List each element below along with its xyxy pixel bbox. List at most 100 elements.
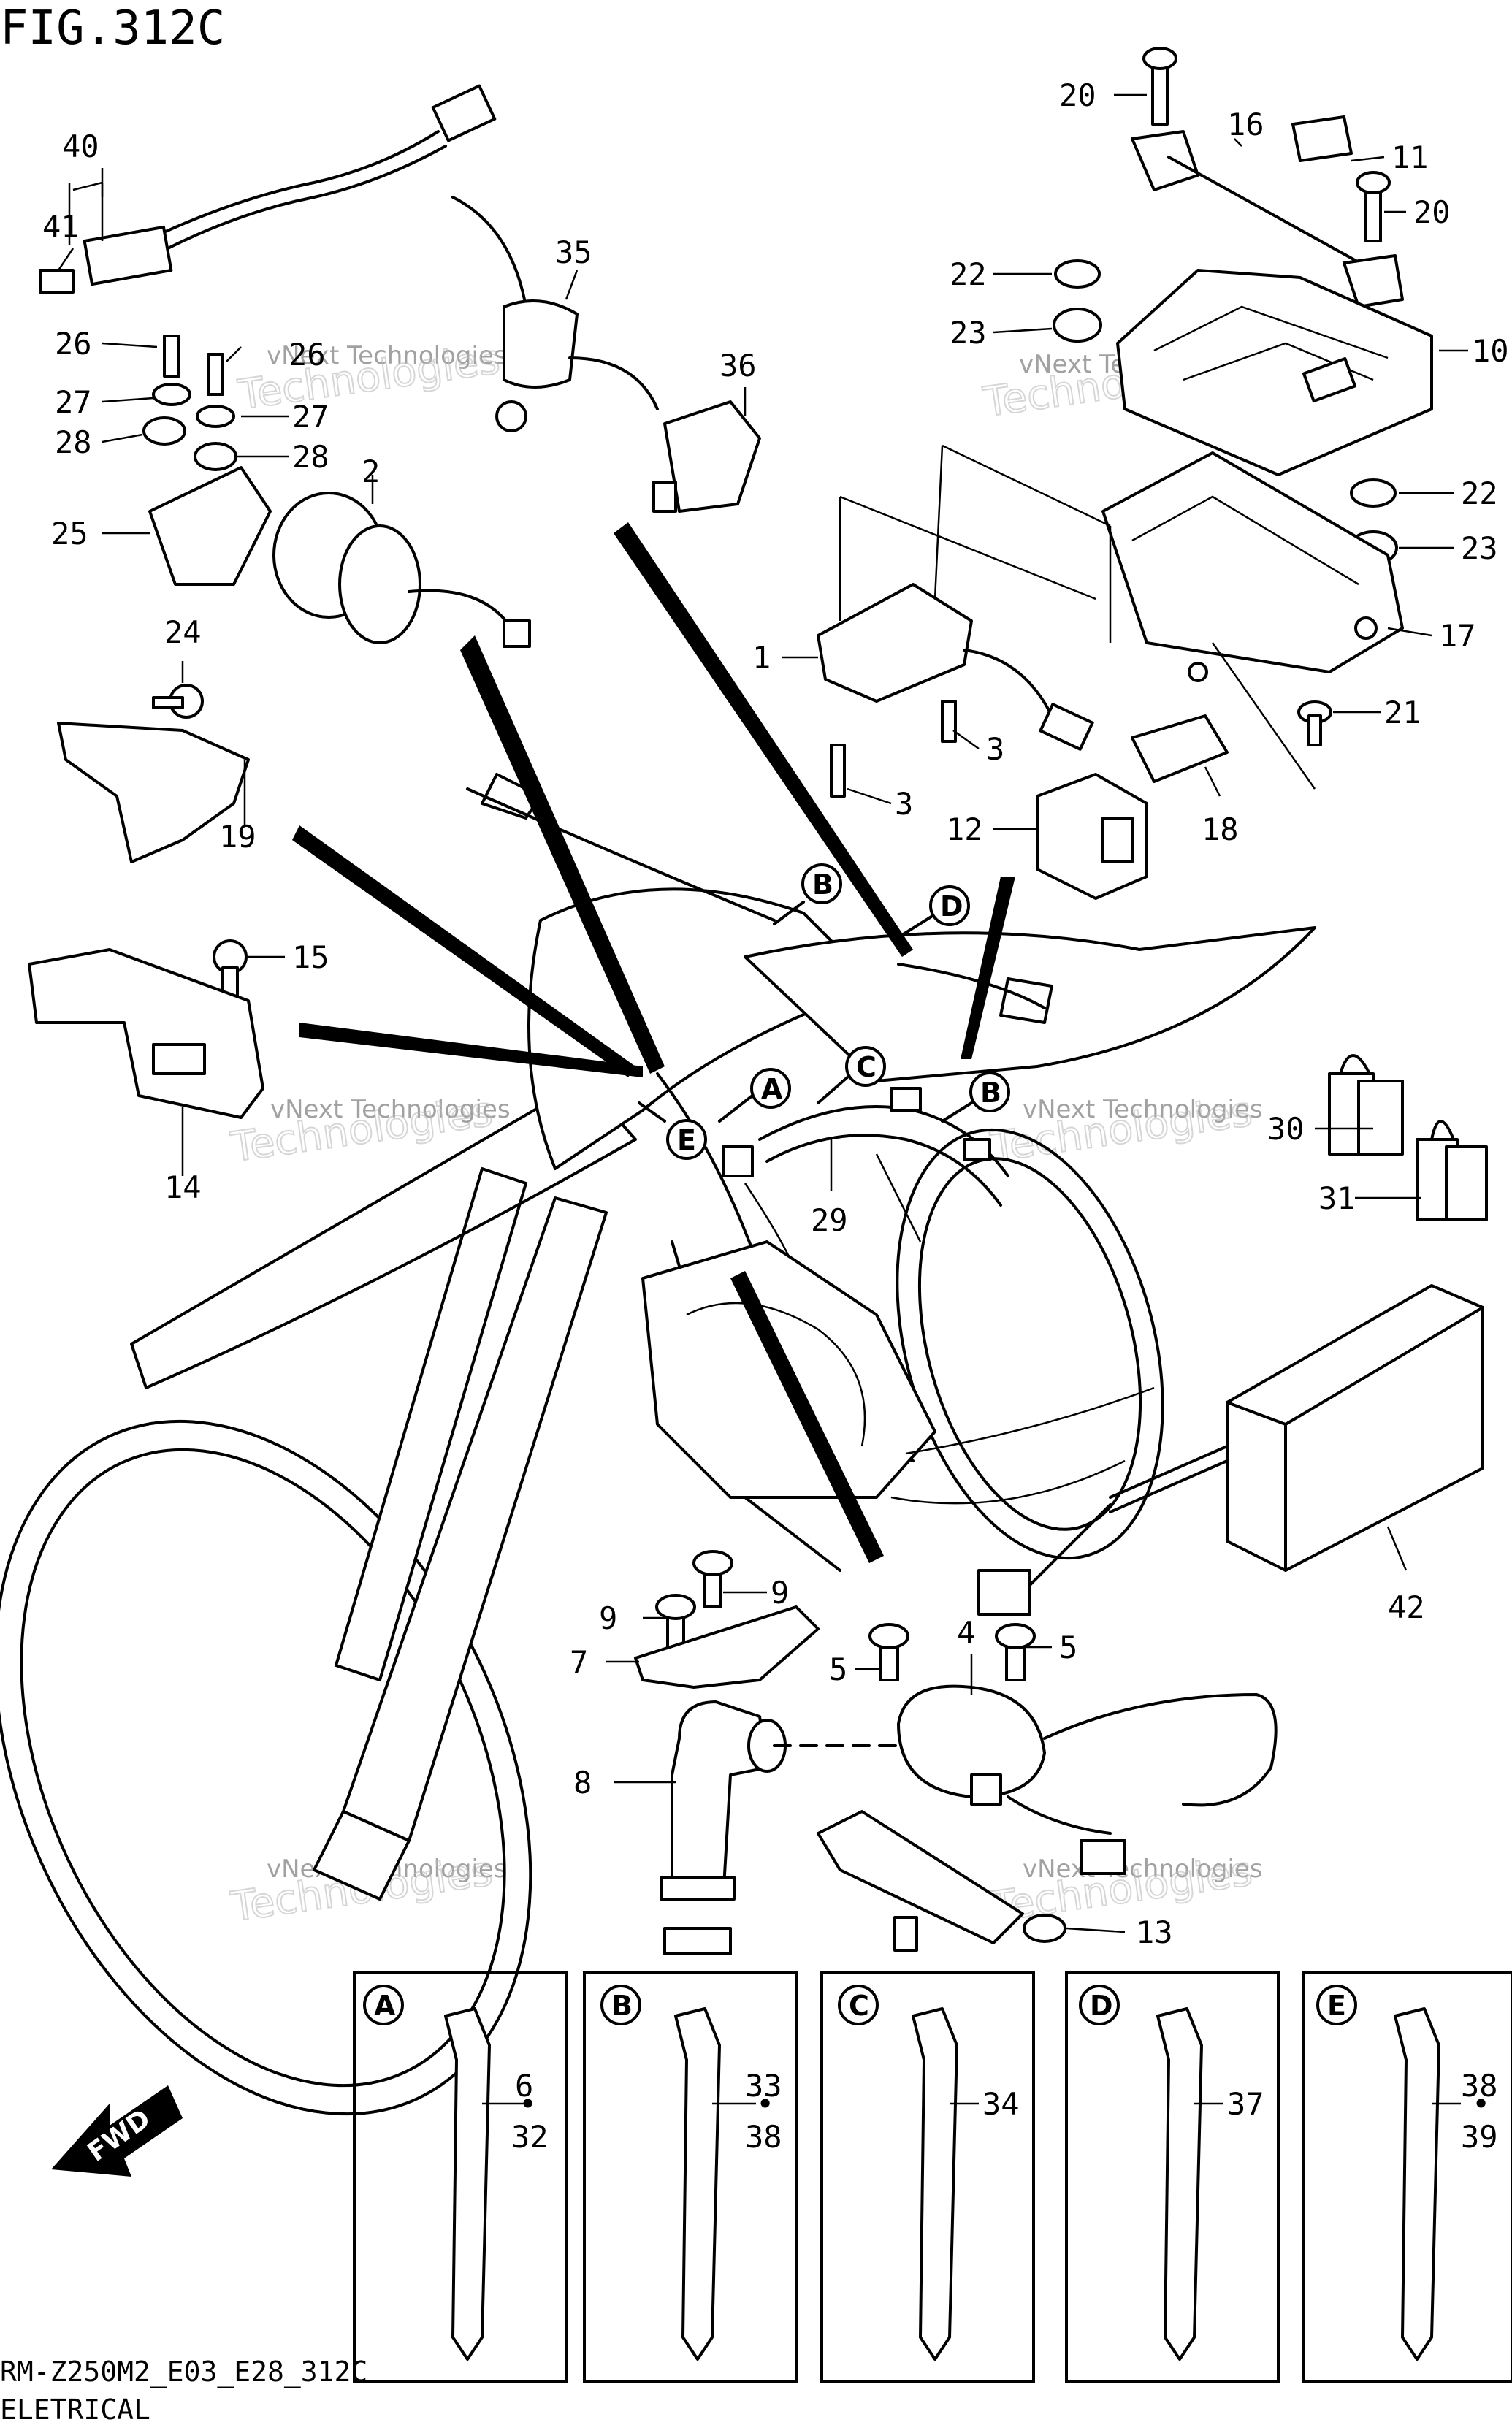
part-label-31: 31	[1318, 1180, 1356, 1216]
callout-d: D	[1090, 1990, 1113, 2022]
part-label-40: 40	[62, 129, 99, 164]
part-label-18: 18	[1202, 811, 1239, 847]
part-label-34: 34	[982, 2086, 1020, 2122]
section-name: ELETRICAL	[0, 2394, 150, 2425]
part-label-1: 1	[752, 640, 771, 676]
part-label-27: 27	[55, 384, 92, 420]
part-label-38: 38	[745, 2119, 782, 2155]
part-16-stay	[1131, 47, 1404, 308]
part-label-22: 22	[950, 256, 987, 292]
part-label-3: 3	[895, 786, 913, 822]
part-label-20: 20	[1413, 194, 1451, 230]
part-label-8: 8	[573, 1765, 592, 1800]
part-40-harness	[39, 84, 497, 294]
callout-a: A	[761, 1073, 783, 1105]
part-label-24: 24	[164, 614, 202, 650]
label-dot: •	[519, 2086, 537, 2122]
diagram-code: RM-Z250M2_E03_E28_312C	[0, 2356, 367, 2388]
part-30-fuse	[1328, 1054, 1488, 1221]
part-label-6: 6	[515, 2068, 533, 2104]
part-label-7: 7	[570, 1644, 588, 1680]
watermark-text: vNext Technologies	[270, 1095, 511, 1124]
watermark-text: vNext Technologies	[267, 341, 507, 370]
part-25-bracket	[142, 335, 272, 586]
part-36-switch	[652, 400, 761, 513]
part-label-15: 15	[292, 939, 329, 975]
part-8-plug-cap	[660, 1700, 787, 1955]
part-label-13: 13	[1136, 1914, 1173, 1950]
part-17-bracket	[1101, 451, 1404, 746]
part-label-11: 11	[1391, 140, 1429, 175]
part-label-3: 3	[986, 731, 1004, 767]
cable-ties	[444, 2007, 1440, 2361]
part-label-42: 42	[1388, 1589, 1425, 1625]
part-label-38: 38	[1461, 2068, 1498, 2104]
part-label-25: 25	[51, 516, 88, 551]
part-12-connector	[1036, 714, 1229, 900]
part-label-12: 12	[946, 811, 983, 847]
callout-c: C	[849, 1990, 869, 2022]
fwd-arrow: FWD	[51, 2085, 183, 2177]
part-label-5: 5	[1059, 1630, 1077, 1665]
watermark-text: vNext Technologies	[1023, 1855, 1263, 1884]
watermark-text: vNext Technologies	[1023, 1095, 1263, 1124]
callout-e: E	[1327, 1990, 1346, 2022]
cable-tie-panel	[353, 1971, 1512, 2383]
callout-b: B	[611, 1990, 633, 2022]
part-label-9: 9	[771, 1575, 789, 1611]
part-label-30: 30	[1267, 1111, 1305, 1147]
callout-e: E	[677, 1124, 696, 1156]
tie-box-callouts: A B C D E	[363, 1985, 1357, 2025]
part-10-ecu	[1116, 269, 1433, 476]
part-2-unit	[272, 492, 531, 648]
part-label-23: 23	[1461, 530, 1498, 566]
part-42-box	[977, 1284, 1484, 1616]
part-14-bracket	[28, 939, 264, 1119]
label-dot: •	[1472, 2086, 1490, 2122]
pointer-wedges	[292, 522, 1015, 1563]
part-19-bracket	[57, 684, 250, 863]
part-label-32: 32	[511, 2119, 549, 2155]
part-label-28: 28	[292, 439, 329, 475]
part-labels: 40 41 26 27 28 25 26 27 28 2 24 19 15 14…	[42, 77, 1509, 2155]
part-label-36: 36	[719, 348, 757, 383]
part-label-4: 4	[957, 1615, 975, 1651]
figure-title: FIG.312C	[0, 1, 225, 56]
part-label-26: 26	[289, 337, 326, 373]
part-label-14: 14	[164, 1169, 202, 1205]
part-label-9: 9	[599, 1600, 617, 1636]
part-label-39: 39	[1461, 2119, 1498, 2155]
callout-b: B	[980, 1077, 1001, 1109]
callout-b: B	[812, 868, 833, 901]
part-label-19: 19	[219, 819, 256, 855]
part-label-2: 2	[362, 454, 380, 489]
part-label-16: 16	[1227, 107, 1264, 142]
part-label-20: 20	[1059, 77, 1096, 113]
callout-d: D	[940, 890, 963, 923]
bike-callouts: B D A C B E	[638, 863, 1010, 1160]
guide-lines	[839, 444, 1316, 790]
part-label-27: 27	[292, 399, 329, 435]
part-label-22: 22	[1461, 476, 1498, 511]
part-label-21: 21	[1384, 695, 1421, 730]
label-dot: •	[756, 2086, 774, 2122]
part-label-41: 41	[42, 209, 80, 245]
part-label-17: 17	[1439, 618, 1476, 654]
part-label-28: 28	[55, 424, 92, 460]
part-label-29: 29	[811, 1202, 848, 1238]
part-label-35: 35	[555, 234, 592, 270]
part-label-23: 23	[950, 315, 987, 351]
callout-a: A	[374, 1990, 396, 2022]
leader-lines	[57, 93, 1468, 2105]
part-label-33: 33	[745, 2068, 782, 2104]
part-label-10: 10	[1472, 333, 1509, 369]
part-1-relay	[817, 583, 1094, 798]
part-7-clamp	[634, 1550, 820, 1689]
part-35-switch	[451, 196, 659, 432]
part-label-26: 26	[55, 326, 92, 362]
part-4-coil	[817, 1623, 1278, 1952]
part-label-5: 5	[829, 1651, 847, 1687]
callout-c: C	[856, 1051, 877, 1083]
part-label-37: 37	[1227, 2086, 1264, 2122]
